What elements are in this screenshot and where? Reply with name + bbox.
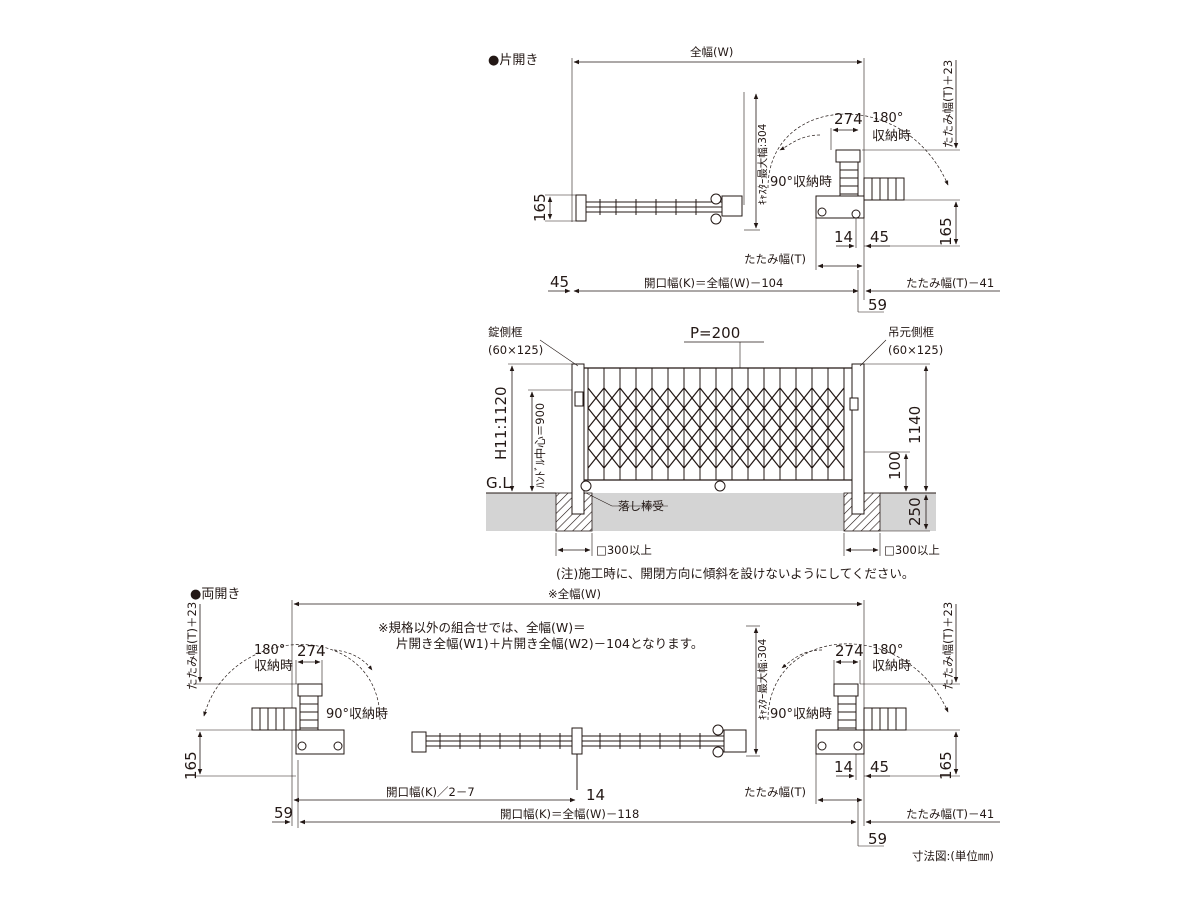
- lock-frame-label: 錠側框: [488, 325, 523, 339]
- dim-100: 100: [886, 451, 904, 480]
- double-gate-rail: [411, 724, 747, 790]
- single-90-stored: 90°収納時: [770, 175, 832, 190]
- double-caster-max: ｷｬｽﾀｰ最大幅:304: [756, 638, 769, 720]
- double-combo-note-2: 片開き全幅(W1)＋片開き全幅(W2)－104となります。: [396, 636, 703, 651]
- single-180-stored: 収納時: [872, 129, 911, 144]
- double-90-stored-left: 90°収納時: [326, 707, 388, 722]
- double-274-left: 274: [297, 642, 326, 660]
- foundation-left-label: □300以上: [596, 543, 652, 557]
- double-left-folded-stack: [251, 683, 345, 755]
- double-combo-note-1: ※規格以外の組合せでは、全幅(W)＝: [378, 620, 586, 635]
- double-180-stored-left: 収納時: [254, 659, 293, 674]
- drop-rod-label: 落し棒受: [618, 499, 664, 513]
- double-heading: ●両開き: [190, 587, 240, 602]
- double-fold-plus-right: たたみ幅(T)＋23: [941, 602, 955, 690]
- single-full-width-label: 全幅(W): [690, 45, 733, 59]
- dim-250: 250: [906, 497, 924, 526]
- hang-frame-label: 吊元側框: [888, 325, 934, 339]
- single-59: 59: [868, 296, 887, 314]
- caster-mid: [714, 480, 726, 492]
- lock-frame-size: (60×125): [488, 343, 543, 357]
- double-90-stored-right: 90°収納時: [770, 707, 832, 722]
- single-fold-width: たたみ幅(T): [744, 252, 806, 266]
- single-swing-plan: ●片開き 全幅(W) 165 45 ｷｬｽﾀｰ最: [488, 45, 1000, 314]
- double-fold-plus-left: たたみ幅(T)＋23: [185, 602, 199, 690]
- height-label: H11:1120: [492, 386, 510, 460]
- single-caster-max: ｷｬｽﾀｰ最大幅:304: [756, 123, 769, 205]
- double-59-left: 59: [274, 804, 293, 822]
- single-274: 274: [834, 110, 863, 128]
- double-opening: 開口幅(K)＝全幅(W)－118: [500, 807, 639, 821]
- gl-label: G.L: [486, 474, 511, 492]
- hinge: [849, 397, 859, 411]
- handle: [574, 391, 584, 407]
- double-half-opening: 開口幅(K)／2－7: [386, 785, 475, 799]
- foundation-right-label: □300以上: [884, 543, 940, 557]
- pitch-label: P=200: [690, 324, 740, 342]
- handle-center-label: ﾊﾝﾄﾞﾙ中心＝900: [533, 403, 547, 488]
- single-165-left: 165: [531, 193, 549, 222]
- double-swing-plan: ●両開き ※全幅(W) ※規格以外の組合せでは、全幅(W)＝ 片開き全幅(W1)…: [182, 587, 1000, 848]
- double-274-right: 274: [835, 642, 864, 660]
- single-heading: ●片開き: [488, 53, 538, 68]
- single-fold-plus: たたみ幅(T)＋23: [941, 60, 955, 148]
- single-180-deg: 180°: [872, 111, 903, 126]
- dim-1140: 1140: [906, 406, 924, 444]
- double-165-right: 165: [937, 751, 955, 780]
- double-right-folded-stack: [815, 683, 907, 755]
- double-14-center: 14: [586, 786, 605, 804]
- single-gate-rail: [575, 193, 743, 225]
- single-opening: 開口幅(K)＝全幅(W)－104: [644, 276, 783, 290]
- double-180-deg-right: 180°: [872, 643, 903, 658]
- single-165-right: 165: [937, 217, 955, 246]
- hang-side-frame: [851, 363, 865, 515]
- lock-side-frame: [571, 363, 585, 515]
- double-14-right: 14: [834, 758, 853, 776]
- double-45-right: 45: [870, 758, 889, 776]
- double-full-width: ※全幅(W): [548, 587, 601, 601]
- single-14: 14: [834, 228, 853, 246]
- gate-elevation: G.L: [486, 324, 943, 581]
- single-fold-minus: たたみ幅(T)－41: [906, 276, 994, 290]
- gate-lattice: [584, 367, 852, 481]
- double-180-deg-left: 180°: [254, 643, 285, 658]
- single-folded-stack: [815, 149, 905, 219]
- double-165-left: 165: [182, 751, 200, 780]
- unit-note: 寸法図:(単位㎜): [912, 849, 994, 863]
- single-45-right: 45: [870, 228, 889, 246]
- double-59-right: 59: [868, 830, 887, 848]
- installation-note: (注)施工時に、開閉方向に傾斜を設けないようにしてください。: [556, 566, 914, 581]
- caster-left: [580, 480, 592, 492]
- hang-frame-size: (60×125): [888, 343, 943, 357]
- double-fold-minus: たたみ幅(T)－41: [906, 807, 994, 821]
- double-180-stored-right: 収納時: [872, 659, 911, 674]
- double-fold-width: たたみ幅(T): [744, 785, 806, 799]
- single-45-left: 45: [550, 273, 569, 291]
